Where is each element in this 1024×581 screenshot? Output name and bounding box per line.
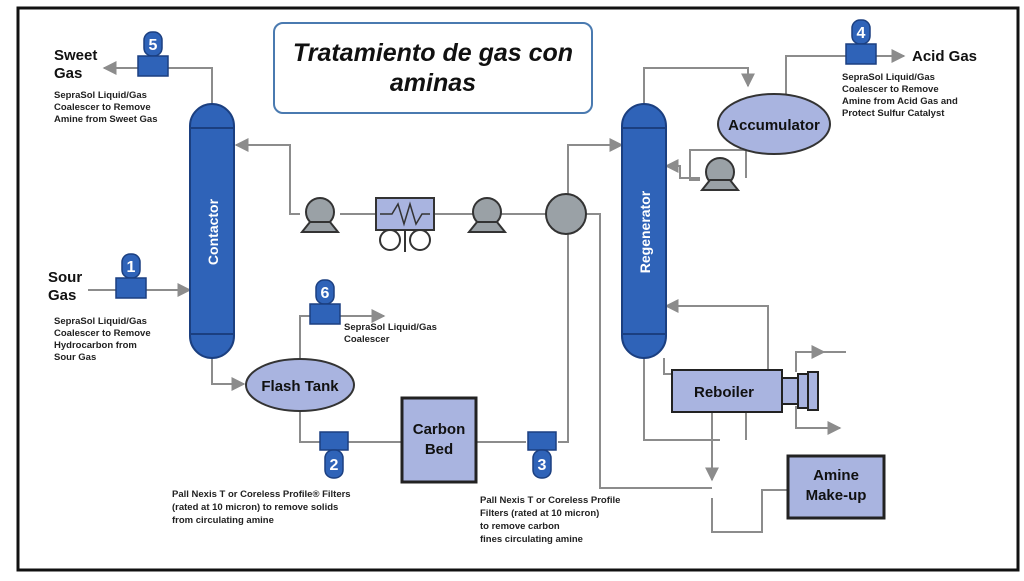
svg-text:fines circulating amine: fines circulating amine — [480, 534, 583, 545]
svg-text:Hydrocarbon from: Hydrocarbon from — [54, 340, 137, 351]
contactor-label: Contactor — [205, 198, 221, 265]
pipe-makeup-loop — [711, 489, 788, 533]
note-filter-1: SepraSol Liquid/Gas Coalescer to Remove … — [54, 316, 151, 363]
note-filter-3: Pall Nexis T or Coreless Profile Filters… — [480, 495, 620, 545]
regenerator-label: Regenerator — [637, 190, 653, 273]
filter-3-number: 3 — [538, 457, 547, 474]
sour-gas-label-line1: Sour — [48, 269, 82, 286]
pump-lean-2 — [466, 197, 508, 233]
arrow-rich-amine-to-regenerator — [558, 138, 624, 443]
amine-makeup-label-line1: Amine — [813, 467, 859, 484]
svg-text:Amine from Sweet Gas: Amine from Sweet Gas — [54, 114, 157, 125]
svg-text:Pall Nexis T or Coreless Profi: Pall Nexis T or Coreless Profile — [480, 495, 620, 506]
filter-2: 2 — [319, 431, 349, 479]
svg-text:Pall Nexis T or Coreless Profi: Pall Nexis T or Coreless Profile® Filter… — [172, 489, 351, 500]
pipe-flash-to-filter6 — [299, 315, 312, 360]
filter-5-number: 5 — [149, 37, 158, 54]
page-title: Tratamiento de gas con aminas — [292, 39, 574, 97]
amine-cooler — [375, 197, 435, 252]
svg-text:SepraSol Liquid/Gas: SepraSol Liquid/Gas — [54, 90, 147, 101]
note-filter-4: SepraSol Liquid/Gas Coalescer to Remove … — [842, 72, 958, 119]
flash-tank-vessel: Flash Tank — [245, 358, 355, 412]
accumulator-vessel: Accumulator — [717, 93, 831, 155]
pipe-reboiler-feed — [663, 358, 672, 375]
contactor-column: Contactor — [189, 103, 235, 359]
svg-text:(rated at 10 micron) to remove: (rated at 10 micron) to remove solids — [172, 502, 338, 513]
lean-rich-exchanger — [545, 193, 587, 235]
pipe-contactor-to-filter5 — [168, 67, 213, 104]
arrow-condensate-out — [795, 406, 842, 435]
svg-text:Coalescer to Remove: Coalescer to Remove — [54, 328, 151, 339]
svg-text:Coalescer to Remove: Coalescer to Remove — [842, 84, 939, 95]
arrow-reflux-to-regenerator — [664, 159, 700, 179]
filter-6-number: 6 — [321, 285, 330, 302]
arrow-regen-to-accumulator — [643, 67, 755, 104]
pipe-flash-to-filter2 — [299, 410, 320, 443]
acid-gas-label: Acid Gas — [912, 48, 977, 65]
filter-2-number: 2 — [330, 457, 339, 474]
note-filter-5: SepraSol Liquid/Gas Coalescer to Remove … — [54, 90, 157, 125]
filter-6: 6 — [309, 279, 341, 325]
svg-text:Coalescer to Remove: Coalescer to Remove — [54, 102, 151, 113]
svg-text:Protect Sulfur Catalyst: Protect Sulfur Catalyst — [842, 108, 945, 119]
pump-reflux — [699, 157, 741, 191]
svg-text:SepraSol Liquid/Gas: SepraSol Liquid/Gas — [344, 322, 437, 333]
amine-makeup-label-line2: Make-up — [806, 487, 867, 504]
accumulator-label: Accumulator — [728, 117, 820, 134]
piping — [88, 49, 906, 533]
note-filter-2: Pall Nexis T or Coreless Profile® Filter… — [172, 489, 351, 526]
amine-makeup-tank: Amine Make-up — [786, 454, 886, 520]
pipe-steam — [795, 351, 846, 372]
arrow-reboiler-vapor-return — [664, 299, 769, 390]
carbon-bed-label-line2: Bed — [425, 441, 453, 458]
svg-text:Coalescer: Coalescer — [344, 334, 390, 345]
reboiler-unit: Reboiler — [671, 369, 819, 413]
sweet-gas-label-line1: Sweet — [54, 47, 97, 64]
svg-text:from circulating amine: from circulating amine — [172, 515, 274, 526]
filter-1: 1 — [115, 253, 147, 299]
svg-text:SepraSol Liquid/Gas: SepraSol Liquid/Gas — [54, 316, 147, 327]
svg-text:Filters (rated at 10 micron): Filters (rated at 10 micron) — [480, 508, 599, 519]
carbon-bed-vessel: Carbon Bed — [400, 396, 478, 484]
filter-3: 3 — [527, 431, 557, 479]
svg-text:SepraSol Liquid/Gas: SepraSol Liquid/Gas — [842, 72, 935, 83]
filter-1-number: 1 — [127, 259, 136, 276]
filter-5: 5 — [137, 31, 169, 77]
pipe-regen-bottom — [643, 358, 720, 441]
title-box: Tratamiento de gas con aminas — [273, 22, 593, 114]
sweet-gas-label-line2: Gas — [54, 65, 82, 82]
carbon-bed-label-line1: Carbon — [413, 421, 466, 438]
filter-4: 4 — [845, 19, 877, 65]
reboiler-label: Reboiler — [694, 384, 754, 401]
diagram-frame — [16, 6, 1020, 572]
note-filter-6: SepraSol Liquid/Gas Coalescer — [344, 322, 437, 345]
pipe-accum-to-filter4 — [785, 55, 846, 96]
flash-tank-label: Flash Tank — [261, 378, 339, 395]
filter-4-number: 4 — [857, 25, 866, 42]
regenerator-column: Regenerator — [621, 103, 667, 359]
pipe-lean-to-makeup — [585, 213, 712, 489]
svg-text:Sour Gas: Sour Gas — [54, 352, 96, 363]
svg-text:Amine from Acid Gas and: Amine from Acid Gas and — [842, 96, 958, 107]
sour-gas-label-line2: Gas — [48, 287, 76, 304]
pump-lean-1 — [299, 197, 341, 233]
arrow-contactor-to-flash — [211, 358, 246, 391]
arrow-lean-amine-to-contactor — [234, 138, 300, 215]
svg-text:to remove carbon: to remove carbon — [480, 521, 560, 532]
